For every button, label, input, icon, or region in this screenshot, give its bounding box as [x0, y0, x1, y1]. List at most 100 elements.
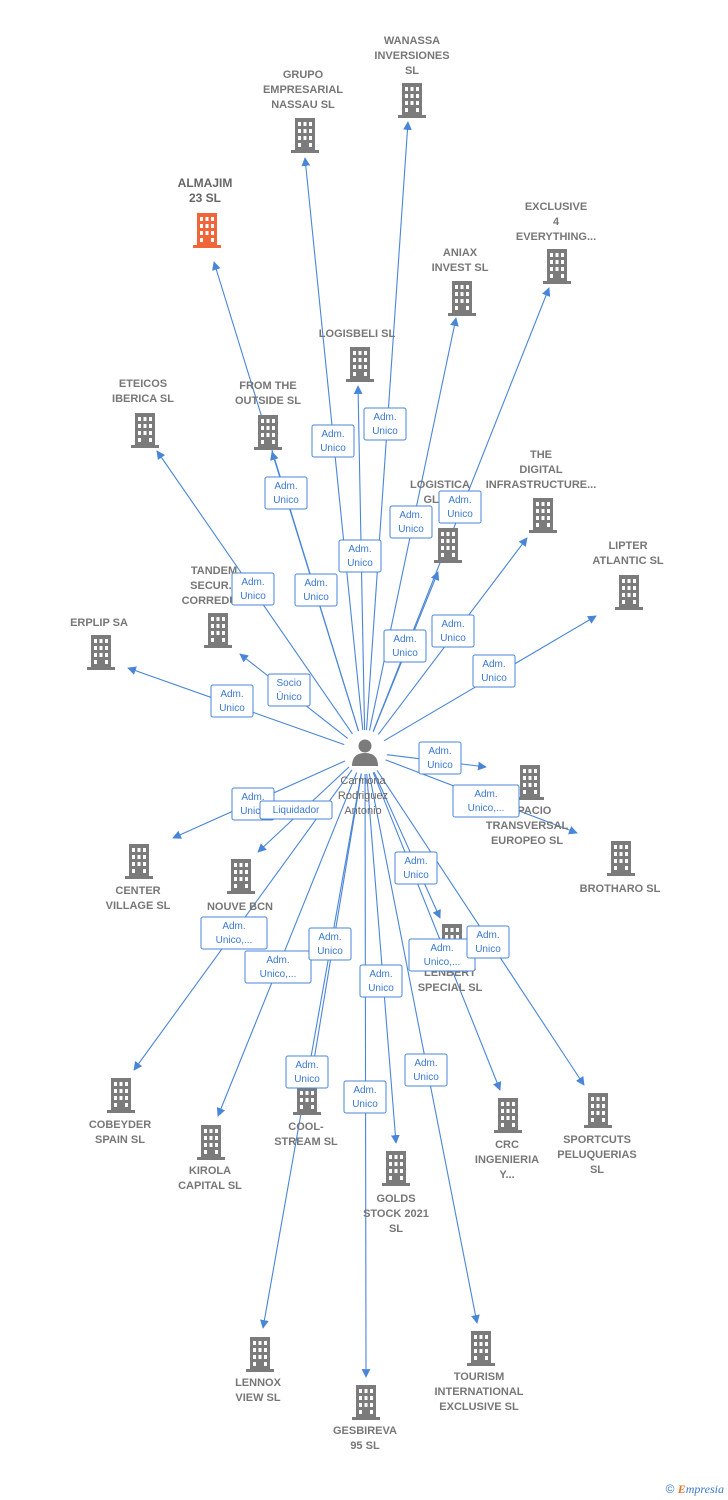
role-label[interactable]: Adm.Unico: [394, 851, 438, 885]
company-name-brotharo[interactable]: BROTHARO SL: [580, 883, 661, 895]
role-label[interactable]: Adm. Unico: [210, 684, 254, 718]
role-label[interactable]: Adm.Unico: [343, 1080, 387, 1114]
role-label-box: [231, 572, 275, 606]
role-label[interactable]: Adm.Unico,...: [244, 950, 312, 984]
company-name-line: TANDEM: [191, 565, 237, 577]
role-label[interactable]: Adm.Unico,...: [200, 916, 268, 950]
building-icon[interactable]: [516, 765, 544, 800]
role-label[interactable]: Adm.Unico: [431, 614, 475, 648]
role-line: Adm.: [220, 689, 243, 700]
role-label[interactable]: Liquidador: [259, 800, 333, 820]
building-icon[interactable]: [346, 347, 374, 382]
role-label[interactable]: Adm.Unico: [383, 629, 427, 663]
role-line: Unico: [392, 648, 418, 659]
role-line: Único: [276, 690, 302, 703]
building-icon[interactable]: [467, 1331, 495, 1366]
role-line: Adm.: [241, 577, 264, 588]
building-icon[interactable]: [291, 118, 319, 153]
company-name-erplip[interactable]: ERPLIP SA: [70, 617, 128, 629]
building-icon[interactable]: [131, 413, 159, 448]
role-label[interactable]: Adm.Unico: [359, 964, 403, 998]
role-label[interactable]: Adm.Unico: [363, 407, 407, 441]
role-label-box: [452, 784, 520, 818]
role-label-box: [389, 505, 433, 539]
role-line: Unico,...: [216, 935, 253, 946]
company-name-nouve[interactable]: NOUVE BCN: [207, 901, 273, 913]
person-name-line: Antonio: [344, 805, 381, 817]
building-icon[interactable]: [197, 1125, 225, 1160]
building-icon[interactable]: [529, 498, 557, 533]
building-icon[interactable]: [448, 281, 476, 316]
role-label[interactable]: Adm.Unico: [389, 505, 433, 539]
brand-logo[interactable]: Empresia: [677, 1482, 724, 1496]
role-label[interactable]: Adm.Unico: [418, 741, 462, 775]
company-name-line: VILLAGE SL: [106, 900, 171, 912]
role-label[interactable]: Adm.Unico: [404, 1053, 448, 1087]
building-icon[interactable]: [87, 635, 115, 670]
role-label[interactable]: Adm.Unico: [285, 1055, 329, 1089]
role-line: Adm.: [295, 1060, 318, 1071]
role-text: Adm.Unico: [320, 429, 346, 454]
company-name-line: GOLDS: [376, 1193, 415, 1205]
building-icon[interactable]: [398, 83, 426, 118]
building-icon[interactable]: [584, 1093, 612, 1128]
building-icon[interactable]: [607, 841, 635, 876]
company-name-line: IBERICA SL: [112, 393, 174, 405]
role-label[interactable]: Adm.Unico: [472, 654, 516, 688]
role-label[interactable]: Adm.Unico: [311, 424, 355, 458]
role-label-box: [244, 950, 312, 984]
role-label[interactable]: Adm.Unico,...: [452, 784, 520, 818]
building-icon[interactable]: [434, 528, 462, 563]
company-name-logisbeli[interactable]: LOGISBELI SL: [319, 328, 396, 340]
role-label[interactable]: Adm.Unico: [438, 490, 482, 524]
building-icon[interactable]: [382, 1151, 410, 1186]
company-name-coolstream[interactable]: COOL-STREAM SL: [274, 1121, 338, 1148]
role-text: Adm.Unico: [427, 746, 453, 771]
role-label[interactable]: Adm.Unico: [338, 539, 382, 573]
building-icon[interactable]: [494, 1098, 522, 1133]
building-icon[interactable]: [543, 249, 571, 284]
role-line: Adm.: [353, 1085, 376, 1096]
role-label[interactable]: Adm.Unico: [308, 927, 352, 961]
building-icon[interactable]: [204, 613, 232, 648]
building-icon[interactable]: [254, 415, 282, 450]
role-text: Adm.Unico: [317, 932, 343, 957]
building-icon[interactable]: [227, 859, 255, 894]
building-icon[interactable]: [352, 1385, 380, 1420]
role-line: Unico: [240, 806, 266, 817]
role-label[interactable]: Adm.Unico: [466, 925, 510, 959]
role-label[interactable]: Adm.Unico: [294, 573, 338, 607]
building-icon[interactable]: [107, 1078, 135, 1113]
role-label[interactable]: Adm.Unico,...: [408, 938, 476, 972]
building-icon[interactable]: [125, 844, 153, 879]
role-label[interactable]: Adm.Unico: [264, 476, 308, 510]
building-icon[interactable]: [246, 1337, 274, 1372]
role-line: Unico: [219, 703, 245, 714]
building-icon[interactable]: [615, 575, 643, 610]
role-label[interactable]: Adm.Unico: [231, 572, 275, 606]
building-icon[interactable]: [193, 213, 221, 248]
